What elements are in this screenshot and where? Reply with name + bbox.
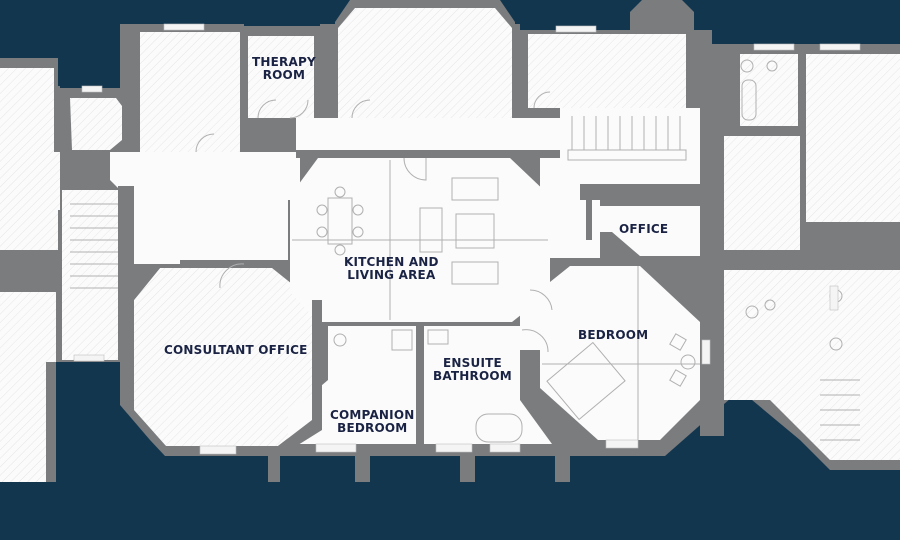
bathtub-icon <box>741 79 757 121</box>
door-swing-icon <box>521 329 549 353</box>
dining-table-icon <box>327 197 353 245</box>
staircase-icon <box>567 116 687 161</box>
sofa-icon <box>451 177 499 201</box>
toilet-icon <box>333 333 347 347</box>
label-line: ROOM <box>262 68 306 82</box>
shower-icon <box>391 329 413 351</box>
sofa-icon <box>451 261 499 285</box>
room-label-bedroom: BEDROOM <box>578 329 648 342</box>
basin-icon <box>427 329 449 345</box>
label-line: OFFICE <box>619 222 669 236</box>
label-line: THERAPY <box>252 55 316 69</box>
fixtures <box>70 59 860 443</box>
armchair-icon <box>419 207 443 253</box>
door-swing-icon <box>403 157 427 181</box>
label-line: LIVING AREA <box>347 268 436 282</box>
room-label-companion-bedroom: COMPANION BEDROOM <box>330 409 414 435</box>
bed-icon <box>546 341 626 421</box>
room-label-consultant-office: CONSULTANT OFFICE <box>164 344 308 357</box>
bathtub-icon <box>475 413 523 443</box>
room-label-therapy-room: THERAPY ROOM <box>252 56 316 82</box>
toilet-icon <box>829 337 843 351</box>
basin-icon <box>740 59 754 73</box>
door-swing-icon <box>195 133 215 153</box>
door-swing-icon <box>351 99 371 119</box>
label-line: BEDROOM <box>337 421 408 435</box>
floor-areas <box>0 8 900 482</box>
label-line: KITCHEN AND <box>344 255 439 269</box>
door-swing-icon <box>219 263 245 289</box>
door-swing-icon <box>533 91 551 109</box>
label-line: BATHROOM <box>433 369 512 383</box>
staircase-icon <box>820 379 860 441</box>
room-label-ensuite-bathroom: ENSUITE BATHROOM <box>433 357 512 383</box>
room-label-office: OFFICE <box>619 223 668 236</box>
exterior <box>0 362 900 540</box>
door-swing-icon <box>257 99 277 119</box>
door-swing-icon <box>529 289 553 311</box>
label-line: ENSUITE <box>443 356 502 370</box>
label-line: CONSULTANT OFFICE <box>164 343 308 357</box>
coffee-table-icon <box>455 213 495 249</box>
room-label-kitchen-living: KITCHEN AND LIVING AREA <box>344 256 439 282</box>
windows <box>73 23 861 455</box>
toilet-icon <box>764 299 776 311</box>
toilet-icon <box>766 60 778 72</box>
label-line: COMPANION <box>330 408 415 422</box>
door-swing-icon <box>289 99 309 119</box>
interior-walls <box>118 110 724 450</box>
staircase-icon <box>70 203 118 289</box>
basin-icon <box>745 305 759 319</box>
label-line: BEDROOM <box>578 328 649 342</box>
